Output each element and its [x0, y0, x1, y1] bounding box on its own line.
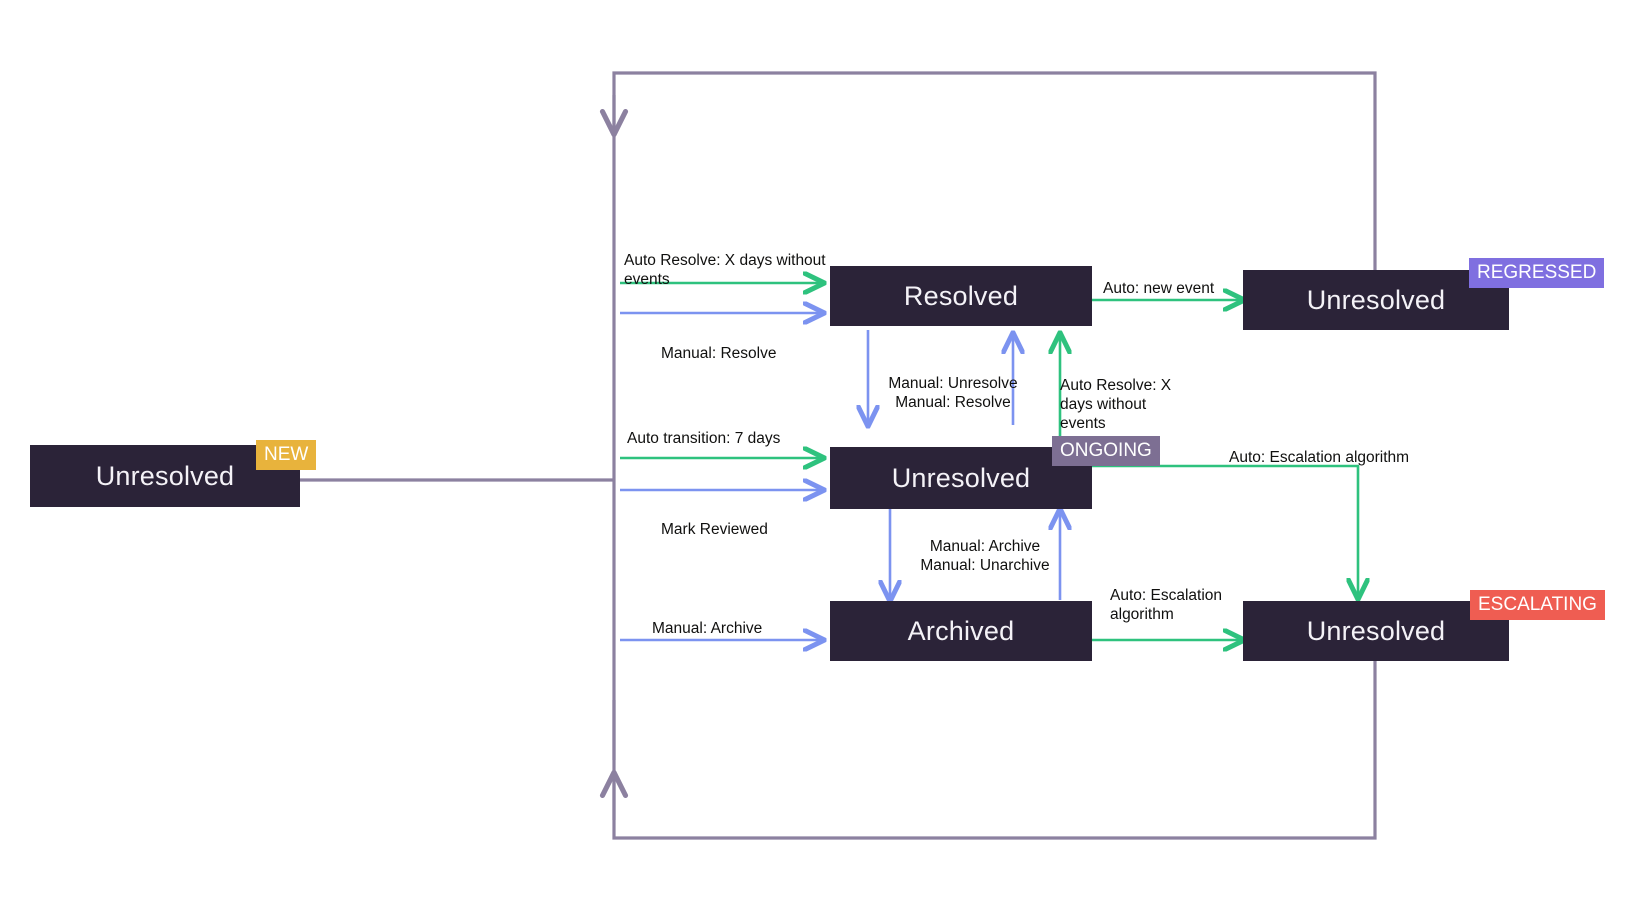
status-badge-label: ONGOING	[1060, 440, 1152, 461]
node-label: Unresolved	[891, 462, 1031, 493]
status-badge-escalating: ESCALATING	[1470, 590, 1605, 620]
route-loop-top	[599, 71, 1377, 300]
node-label: Unresolved	[1306, 615, 1446, 646]
node-resolved[interactable]: Resolved	[830, 266, 1092, 326]
edge-label-manual-archive-new: Manual: Archive	[652, 620, 763, 637]
edge-label-auto-escalation-ongoing: Auto: Escalation algorithm	[1229, 449, 1410, 466]
status-badge-ongoing: ONGOING	[1052, 436, 1160, 466]
status-badge-label: NEW	[264, 444, 309, 465]
edge-label-manual-unresolve-resolve: Manual: Unresolve Manual: Resolve	[888, 375, 1018, 411]
node-label: Unresolved	[1306, 284, 1446, 315]
route-loop-bottom	[599, 660, 1377, 840]
status-badge-new: NEW	[256, 440, 317, 470]
node-archived[interactable]: Archived	[830, 601, 1092, 661]
edge-label-mark-reviewed: Mark Reviewed	[661, 521, 768, 538]
node-label: Resolved	[903, 280, 1019, 311]
status-badge-regressed: REGRESSED	[1469, 258, 1605, 288]
node-label: Unresolved	[95, 460, 235, 491]
node-label: Archived	[907, 615, 1015, 646]
edge-label-auto-new-event: Auto: new event	[1103, 280, 1215, 297]
edge-label-manual-archive-unarchive: Manual: Archive Manual: Unarchive	[920, 538, 1050, 574]
edge-label-auto-escalation-archived: Auto: Escalation algorithm	[1110, 587, 1223, 623]
status-badge-label: ESCALATING	[1478, 594, 1597, 615]
route-new-out	[300, 200, 616, 760]
edge-label-auto-resolve-ongoing: Auto Resolve: X days without events	[1060, 377, 1172, 432]
edge-label-auto-transition: Auto transition: 7 days	[627, 430, 781, 447]
edge-label-auto-resolve-new: Auto Resolve: X days without events	[624, 252, 826, 288]
edge-label-manual-resolve-new: Manual: Resolve	[661, 345, 777, 362]
status-badge-label: REGRESSED	[1477, 262, 1597, 283]
edge-auto-escalation-ongoing	[1092, 464, 1358, 598]
